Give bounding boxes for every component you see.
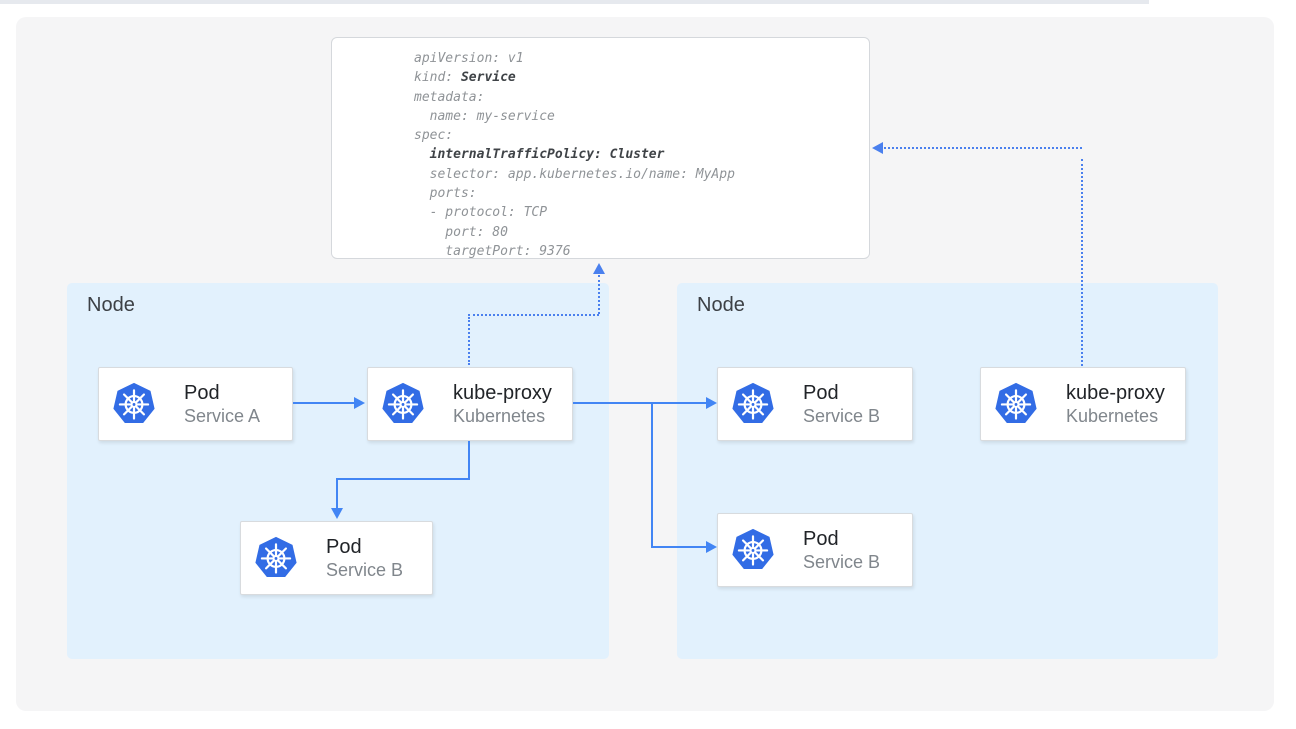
card-subtitle: Kubernetes: [453, 405, 546, 426]
card-title: Pod: [326, 535, 362, 558]
kubernetes-logo-icon: [254, 536, 298, 580]
kubernetes-logo-icon: [112, 382, 156, 426]
card-kube-proxy-left: kube-proxy Kubernetes: [367, 367, 573, 441]
arrowhead-down-icon: [331, 508, 343, 519]
card-pod-service-a: Pod Service A: [98, 367, 293, 441]
card-subtitle: Service B: [803, 405, 881, 426]
dotted-line-kube-proxy-left-up: [468, 317, 470, 365]
dotted-line-kube-proxy-right-up: [1081, 159, 1083, 366]
arrowhead-right-icon: [706, 397, 717, 409]
card-subtitle: Service A: [184, 405, 261, 426]
arrow-pod-a-to-kube-proxy: [293, 402, 354, 404]
code-line: spec:: [414, 128, 454, 144]
card-title: Pod: [803, 381, 839, 404]
card-pod-service-b-right-bottom: Pod Service B: [717, 513, 913, 587]
arrow-branch-vertical: [651, 402, 653, 548]
node-box-left: Node: [67, 283, 609, 659]
card-pod-service-b-left: Pod Service B: [240, 521, 433, 595]
code-line: name: my-service: [414, 108, 555, 124]
code-line: ports:: [414, 186, 477, 202]
arrow-kube-proxy-to-pod-right-top: [573, 402, 706, 404]
card-subtitle: Kubernetes: [1066, 405, 1159, 426]
card-title: kube-proxy: [453, 381, 552, 404]
card-title: Pod: [184, 381, 220, 404]
kubernetes-logo-icon: [731, 528, 775, 572]
kubernetes-logo-icon: [381, 382, 425, 426]
code-line: - protocol: TCP: [414, 205, 548, 221]
arrow-kube-proxy-to-pod-right-bottom: [651, 546, 706, 548]
top-border-strip: [0, 0, 1149, 4]
code-line: selector: app.kubernetes.io/name: MyApp: [414, 166, 735, 182]
dotted-line-horizontal-left: [468, 314, 599, 316]
card-title: kube-proxy: [1066, 381, 1165, 404]
card-pod-service-b-right-top: Pod Service B: [717, 367, 913, 441]
kubernetes-logo-icon: [994, 382, 1038, 426]
kubernetes-logo-icon: [731, 382, 775, 426]
code-line: kind: Service: [414, 70, 516, 86]
arrowhead-left-icon: [872, 142, 883, 154]
card-subtitle: Service B: [326, 559, 404, 580]
node-label: Node: [697, 294, 745, 316]
arrow-kube-proxy-down: [468, 441, 470, 480]
code-line: metadata:: [414, 89, 485, 105]
arrowhead-up-icon: [593, 263, 605, 274]
node-label: Node: [87, 294, 135, 316]
arrow-kube-proxy-left: [336, 478, 470, 480]
arrowhead-right-icon: [354, 397, 365, 409]
dotted-line-to-yaml-right: [884, 147, 1082, 149]
node-box-right: Node: [677, 283, 1218, 659]
arrow-to-pod-b-left: [336, 480, 338, 509]
code-line: targetPort: 9376: [414, 243, 571, 259]
dotted-line-to-yaml-bottom: [598, 275, 600, 314]
card-subtitle: Service B: [803, 551, 881, 572]
yaml-code: apiVersion: v1 kind: Service metadata: nam…: [332, 38, 869, 261]
service-yaml-card: apiVersion: v1 kind: Service metadata: nam…: [331, 37, 870, 259]
code-line: internalTrafficPolicy: Cluster: [429, 147, 665, 163]
card-kube-proxy-right: kube-proxy Kubernetes: [980, 367, 1186, 441]
code-line: apiVersion: v1: [414, 51, 524, 66]
card-title: Pod: [803, 527, 839, 550]
arrowhead-right-icon: [706, 541, 717, 553]
code-line: port: 80: [414, 224, 508, 240]
